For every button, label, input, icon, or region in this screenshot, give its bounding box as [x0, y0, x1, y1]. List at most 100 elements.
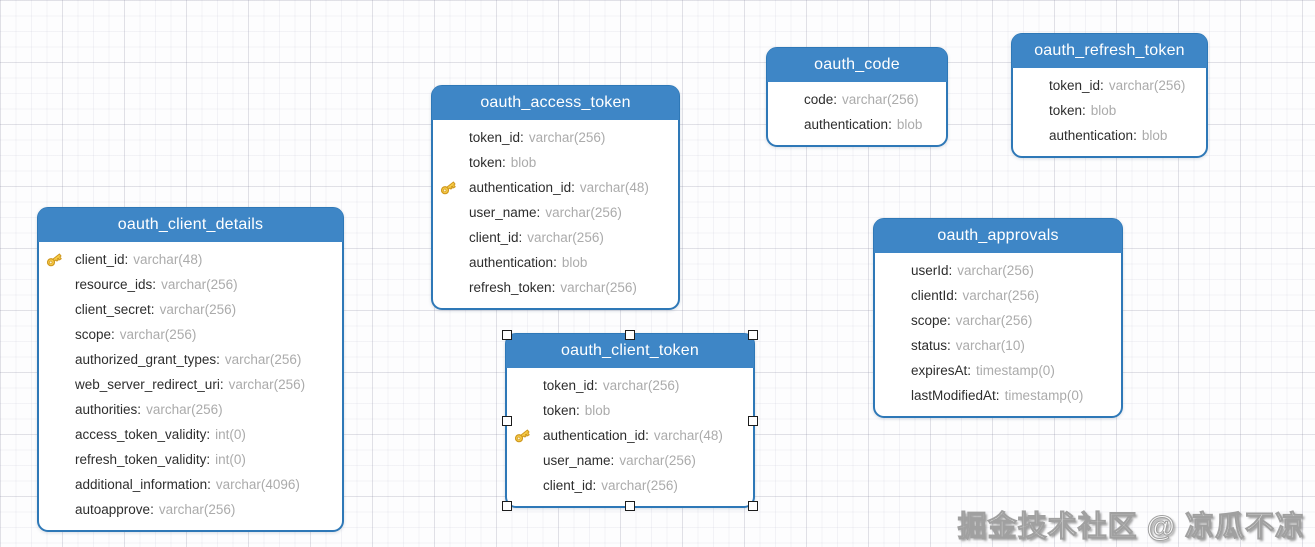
field-name: status [911, 338, 951, 353]
field-row-client_id[interactable]: client_id varchar(256) [517, 473, 743, 498]
field-type: varchar(256) [161, 277, 238, 292]
field-type: varchar(256) [159, 302, 237, 317]
field-name: access_token_validity [75, 427, 210, 442]
selection-handle-w[interactable] [502, 415, 512, 426]
entity-table-oauth_code[interactable]: oauth_code codevarchar(256)authenticatio… [766, 47, 948, 147]
field-row-refresh_token_validity[interactable]: refresh_token_validity int(0) [49, 447, 332, 472]
field-name: resource_ids [75, 277, 156, 292]
field-type: varchar(256) [528, 130, 606, 145]
selection-handle-ne[interactable] [748, 330, 758, 340]
field-type: varchar(48) [653, 428, 723, 443]
table-header[interactable]: oauth_refresh_token [1012, 34, 1207, 68]
field-row-token[interactable]: tokenblob [443, 150, 668, 175]
field-type: int(0) [215, 452, 246, 467]
selection-handle-se[interactable] [748, 501, 758, 511]
field-name: client_id [543, 478, 596, 493]
table-header[interactable]: oauth_code [767, 48, 947, 82]
field-row-scope[interactable]: scope varchar(256) [885, 308, 1111, 333]
selection-handle-s[interactable] [625, 501, 635, 511]
table-header[interactable]: oauth_approvals [874, 219, 1122, 253]
field-type: varchar(256) [957, 263, 1034, 278]
field-row-expiresAt[interactable]: expiresAttimestamp(0) [885, 358, 1111, 383]
field-row-token[interactable]: tokenblob [517, 398, 743, 423]
table-field-list: client_idvarchar(48)resource_idsvarchar(… [39, 242, 342, 530]
field-type: varchar(256) [602, 378, 680, 393]
field-row-user_name[interactable]: user_name varchar(256) [517, 448, 743, 473]
field-type: varchar(256) [545, 205, 622, 220]
field-row-user_name[interactable]: user_namevarchar(256) [443, 200, 668, 225]
table-field-list: userIdvarchar(256)clientIdvarchar(256)sc… [875, 253, 1121, 416]
selection-handle-n[interactable] [625, 330, 635, 340]
field-type: varchar(256) [842, 92, 919, 107]
field-name: client_id [75, 252, 128, 267]
field-row-web_server_redirect_uri[interactable]: web_server_redirect_urivarchar(256) [49, 372, 332, 397]
field-row-authentication[interactable]: authentication blob [778, 112, 936, 137]
table-title: oauth_refresh_token [1034, 42, 1185, 59]
field-type: varchar(256) [955, 313, 1033, 328]
watermark: 掘金技术社区 @ 凉瓜不凉 [957, 511, 1305, 544]
field-name: scope [911, 313, 951, 328]
field-row-token[interactable]: token blob [1023, 98, 1196, 123]
field-row-authentication[interactable]: authenticationblob [443, 250, 668, 275]
field-type: varchar(256) [146, 402, 223, 417]
field-type: varchar(256) [119, 327, 197, 342]
field-row-status[interactable]: statusvarchar(10) [885, 333, 1111, 358]
field-type: varchar(256) [601, 478, 678, 493]
field-type: blob [896, 117, 923, 132]
entity-table-oauth_client_details[interactable]: oauth_client_details client_idvarchar(48… [37, 207, 344, 532]
field-row-token_id[interactable]: token_id varchar(256) [443, 125, 668, 150]
field-row-clientId[interactable]: clientIdvarchar(256) [885, 283, 1111, 308]
field-type: timestamp(0) [976, 363, 1055, 378]
field-type: timestamp(0) [1004, 388, 1084, 403]
field-type: varchar(256) [962, 288, 1040, 303]
entity-table-oauth_approvals[interactable]: oauth_approvals userIdvarchar(256)client… [873, 218, 1123, 418]
primary-key-icon [45, 250, 64, 269]
field-name: token [1049, 103, 1086, 118]
selection-handle-sw[interactable] [502, 501, 512, 511]
entity-table-oauth_access_token[interactable]: oauth_access_token token_idvarchar(256)t… [431, 85, 680, 310]
field-row-additional_information[interactable]: additional_informationvarchar(4096) [49, 472, 332, 497]
field-row-token_id[interactable]: token_idvarchar(256) [517, 373, 743, 398]
field-row-token_id[interactable]: token_idvarchar(256) [1023, 73, 1196, 98]
field-name: refresh_token_validity [75, 452, 210, 467]
field-row-client_id[interactable]: client_idvarchar(256) [443, 225, 668, 250]
table-header[interactable]: oauth_access_token [432, 86, 679, 120]
field-row-userId[interactable]: userIdvarchar(256) [885, 258, 1111, 283]
field-name: token_id [469, 130, 524, 145]
field-row-authentication_id[interactable]: authentication_id varchar(48) [514, 423, 743, 448]
field-row-authentication[interactable]: authenticationblob [1023, 123, 1196, 148]
field-row-access_token_validity[interactable]: access_token_validityint(0) [49, 422, 332, 447]
field-row-resource_ids[interactable]: resource_ids varchar(256) [49, 272, 332, 297]
field-name: token_id [1049, 78, 1104, 93]
entity-table-oauth_client_token[interactable]: oauth_client_token token_idvarchar(256)t… [502, 330, 758, 511]
field-type: varchar(4096) [215, 477, 300, 492]
field-row-client_secret[interactable]: client_secret varchar(256) [49, 297, 332, 322]
selection-handle-nw[interactable] [502, 330, 512, 340]
field-row-autoapprove[interactable]: autoapprovevarchar(256) [49, 497, 332, 522]
field-row-authorized_grant_types[interactable]: authorized_grant_typesvarchar(256) [49, 347, 332, 372]
entity-table-oauth_refresh_token[interactable]: oauth_refresh_token token_idvarchar(256)… [1011, 33, 1208, 158]
field-name: user_name [543, 453, 614, 468]
field-name: client_secret [75, 302, 155, 317]
field-row-lastModifiedAt[interactable]: lastModifiedAttimestamp(0) [885, 383, 1111, 408]
table-header[interactable]: oauth_client_details [38, 208, 343, 242]
field-name: authentication_id [543, 428, 649, 443]
field-type: varchar(256) [527, 230, 604, 245]
field-row-authorities[interactable]: authoritiesvarchar(256) [49, 397, 332, 422]
field-type: blob [1090, 103, 1117, 118]
field-type: varchar(256) [158, 502, 236, 517]
field-type: blob [510, 155, 537, 170]
field-name: authentication_id [469, 180, 575, 195]
field-type: varchar(256) [619, 453, 696, 468]
field-name: authentication [804, 117, 892, 132]
field-row-authentication_id[interactable]: authentication_idvarchar(48) [440, 175, 668, 200]
field-row-code[interactable]: codevarchar(256) [778, 87, 936, 112]
field-type: blob [561, 255, 588, 270]
field-row-client_id[interactable]: client_idvarchar(48) [46, 247, 332, 272]
primary-key-icon [513, 426, 532, 445]
field-type: blob [584, 403, 611, 418]
field-row-refresh_token[interactable]: refresh_tokenvarchar(256) [443, 275, 668, 300]
selection-handle-e[interactable] [748, 415, 758, 426]
field-row-scope[interactable]: scopevarchar(256) [49, 322, 332, 347]
